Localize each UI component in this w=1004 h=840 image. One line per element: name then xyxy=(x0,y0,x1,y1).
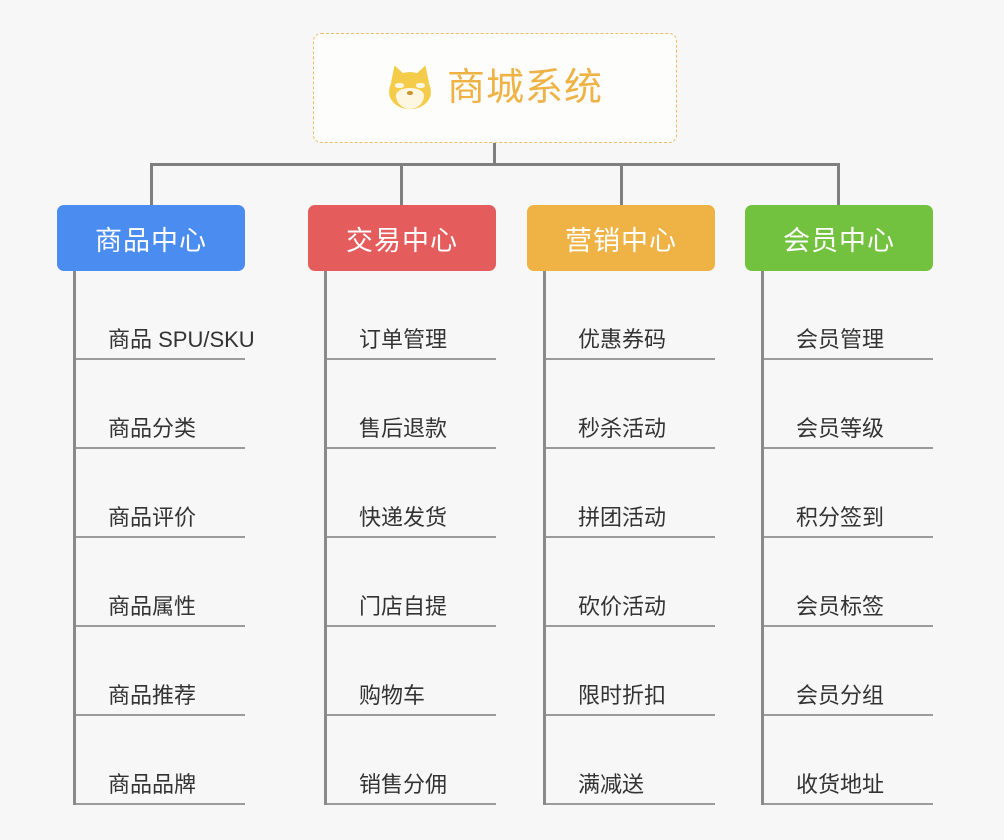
shiba-dog-face-icon xyxy=(385,62,435,111)
leaf-item[interactable]: 售后退款 xyxy=(327,360,496,449)
connector-drop-2 xyxy=(400,163,403,205)
leaf-item[interactable]: 收货地址 xyxy=(764,716,933,805)
leaf-item[interactable]: 快递发货 xyxy=(327,449,496,538)
leaf-item[interactable]: 会员标签 xyxy=(764,538,933,627)
category-header-2[interactable]: 交易中心 xyxy=(308,205,496,271)
leaf-item[interactable]: 商品属性 xyxy=(76,538,245,627)
leaf-item[interactable]: 购物车 xyxy=(327,627,496,716)
leaf-label: 商品推荐 xyxy=(108,683,197,708)
leaf-label: 会员管理 xyxy=(796,327,885,352)
leaf-item[interactable]: 门店自提 xyxy=(327,538,496,627)
category-column-2: 交易中心 订单管理 售后退款 快递发货 门店自提 购物车 销售分佣 xyxy=(308,205,496,805)
leaf-label: 拼团活动 xyxy=(578,505,667,530)
leaf-item[interactable]: 秒杀活动 xyxy=(546,360,715,449)
leaf-label: 门店自提 xyxy=(359,594,448,619)
leaf-item[interactable]: 拼团活动 xyxy=(546,449,715,538)
leaf-item[interactable]: 会员管理 xyxy=(764,271,933,360)
category-column-1: 商品中心 商品 SPU/SKU 商品分类 商品评价 商品属性 商品推荐 商品品牌 xyxy=(57,205,255,805)
leaf-label: 会员等级 xyxy=(796,416,885,441)
leaf-item[interactable]: 会员等级 xyxy=(764,360,933,449)
connector-drop-3 xyxy=(620,163,623,205)
leaf-label: 积分签到 xyxy=(796,505,885,530)
branch-2: 订单管理 售后退款 快递发货 门店自提 购物车 销售分佣 xyxy=(324,271,496,805)
leaf-item[interactable]: 销售分佣 xyxy=(327,716,496,805)
leaf-item[interactable]: 砍价活动 xyxy=(546,538,715,627)
connector-bus xyxy=(150,163,840,166)
leaf-label: 购物车 xyxy=(359,683,426,708)
leaf-item[interactable]: 订单管理 xyxy=(327,271,496,360)
leaf-label: 满减送 xyxy=(578,772,645,797)
root-node[interactable]: 商城系统 xyxy=(313,33,677,143)
leaf-label: 秒杀活动 xyxy=(578,416,667,441)
leaf-label: 商品分类 xyxy=(108,416,197,441)
leaf-label: 快递发货 xyxy=(359,505,448,530)
branch-4: 会员管理 会员等级 积分签到 会员标签 会员分组 收货地址 xyxy=(761,271,933,805)
connector-drop-4 xyxy=(837,163,840,205)
leaf-item[interactable]: 满减送 xyxy=(546,716,715,805)
root-title: 商城系统 xyxy=(446,67,603,109)
leaf-item[interactable]: 商品分类 xyxy=(76,360,245,449)
leaf-label: 售后退款 xyxy=(359,416,448,441)
category-column-3: 营销中心 优惠券码 秒杀活动 拼团活动 砍价活动 限时折扣 满减送 xyxy=(527,205,715,805)
branch-1: 商品 SPU/SKU 商品分类 商品评价 商品属性 商品推荐 商品品牌 xyxy=(73,271,255,805)
leaf-label: 商品属性 xyxy=(108,594,197,619)
leaf-item[interactable]: 限时折扣 xyxy=(546,627,715,716)
category-header-1[interactable]: 商品中心 xyxy=(57,205,245,271)
leaf-label: 商品品牌 xyxy=(108,772,197,797)
leaf-item[interactable]: 商品推荐 xyxy=(76,627,245,716)
leaf-label: 会员分组 xyxy=(796,683,885,708)
connector-drop-1 xyxy=(150,163,153,205)
leaf-item[interactable]: 会员分组 xyxy=(764,627,933,716)
leaf-label: 限时折扣 xyxy=(578,683,667,708)
leaf-item[interactable]: 商品 SPU/SKU xyxy=(76,271,255,360)
leaf-item[interactable]: 优惠券码 xyxy=(546,271,715,360)
leaf-label: 砍价活动 xyxy=(578,594,667,619)
leaf-item[interactable]: 积分签到 xyxy=(764,449,933,538)
leaf-label: 销售分佣 xyxy=(359,772,448,797)
category-header-3[interactable]: 营销中心 xyxy=(527,205,715,271)
leaf-label: 商品评价 xyxy=(108,505,197,530)
leaf-label: 收货地址 xyxy=(796,772,885,797)
leaf-item[interactable]: 商品品牌 xyxy=(76,716,245,805)
leaf-label: 优惠券码 xyxy=(578,327,667,352)
category-header-4[interactable]: 会员中心 xyxy=(745,205,933,271)
leaf-label: 商品 SPU/SKU xyxy=(108,327,255,352)
branch-3: 优惠券码 秒杀活动 拼团活动 砍价活动 限时折扣 满减送 xyxy=(543,271,715,805)
leaf-label: 会员标签 xyxy=(796,594,885,619)
connector-root-stem xyxy=(493,143,496,165)
leaf-item[interactable]: 商品评价 xyxy=(76,449,245,538)
leaf-label: 订单管理 xyxy=(359,327,448,352)
category-column-4: 会员中心 会员管理 会员等级 积分签到 会员标签 会员分组 收货地址 xyxy=(745,205,933,805)
